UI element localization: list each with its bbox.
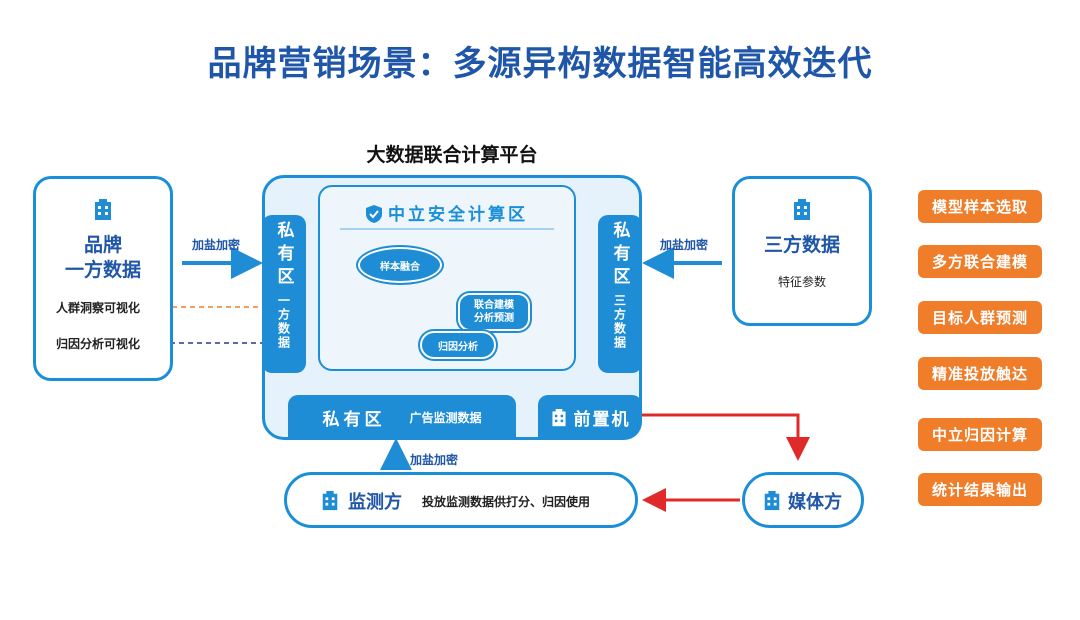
private-right-title: 私有区	[609, 221, 630, 290]
building-icon	[322, 491, 338, 511]
private-zone-right: 私有区 三方数据	[598, 215, 642, 373]
step-6: 统计结果输出	[918, 473, 1042, 506]
step-4: 精准投放触达	[918, 357, 1042, 390]
attribution-vis-label: 归因分析可视化	[56, 337, 141, 351]
step-3: 目标人群预测	[918, 301, 1042, 334]
media-header: 媒体方	[762, 488, 842, 514]
front-machine: 前置机	[538, 395, 642, 440]
sample-fusion-node: 样本融合	[360, 249, 440, 281]
joint-model-node: 联合建模分析预测	[458, 293, 530, 331]
private-bottom-title: 私有区	[322, 410, 386, 430]
building-icon	[794, 199, 810, 220]
monitor-box	[284, 472, 638, 528]
salt-label-right: 加盐加密	[660, 238, 709, 252]
red-arrow-front-to-media	[642, 413, 810, 461]
neutral-zone-title: 中立安全计算区	[318, 200, 576, 225]
third-building-icon	[732, 198, 872, 226]
brand-title-line2: 一方数据	[64, 259, 141, 281]
monitor-title: 监测方	[348, 492, 402, 513]
neutral-divider	[340, 228, 554, 230]
private-left-title: 私有区	[273, 221, 294, 290]
private-left-sub: 一方数据	[276, 294, 291, 350]
building-icon	[764, 491, 780, 511]
monitor-desc: 投放监测数据供打分、归因使用	[422, 494, 591, 509]
private-zone-left: 私有区 一方数据	[262, 215, 306, 373]
step-5: 中立归因计算	[918, 418, 1042, 451]
private-bottom-sub: 广告监测数据	[409, 411, 482, 425]
platform-title: 大数据联合计算平台	[366, 144, 538, 166]
building-icon	[95, 199, 111, 220]
brand-building-icon	[33, 198, 173, 226]
audience-vis-label: 人群洞察可视化	[56, 301, 141, 315]
media-box	[742, 472, 864, 528]
salt-label-bottom: 加盐加密	[410, 453, 459, 467]
monitor-header: 监测方 投放监测数据供打分、归因使用	[320, 488, 590, 514]
joint-model-line1: 联合建模	[474, 300, 514, 311]
page-title: 品牌营销场景：多源异构数据智能高效迭代	[207, 44, 873, 84]
attribution-node: 归因分析	[420, 331, 496, 359]
shield-icon	[366, 205, 382, 223]
third-party-box	[732, 176, 872, 326]
private-zone-bottom: 私有区 广告监测数据	[288, 395, 516, 440]
step-2: 多方联合建模	[918, 245, 1042, 278]
building-icon	[551, 408, 566, 426]
third-party-title: 三方数据	[763, 234, 840, 256]
joint-model-line2: 分析预测	[474, 313, 514, 324]
front-machine-label: 前置机	[573, 410, 631, 430]
media-title: 媒体方	[788, 492, 842, 513]
step-1: 模型样本选取	[918, 190, 1042, 223]
private-right-sub: 三方数据	[612, 294, 627, 350]
third-party-sub: 特征参数	[777, 275, 826, 289]
brand-title-line1: 品牌	[83, 234, 122, 256]
salt-label-left: 加盐加密	[192, 238, 241, 252]
